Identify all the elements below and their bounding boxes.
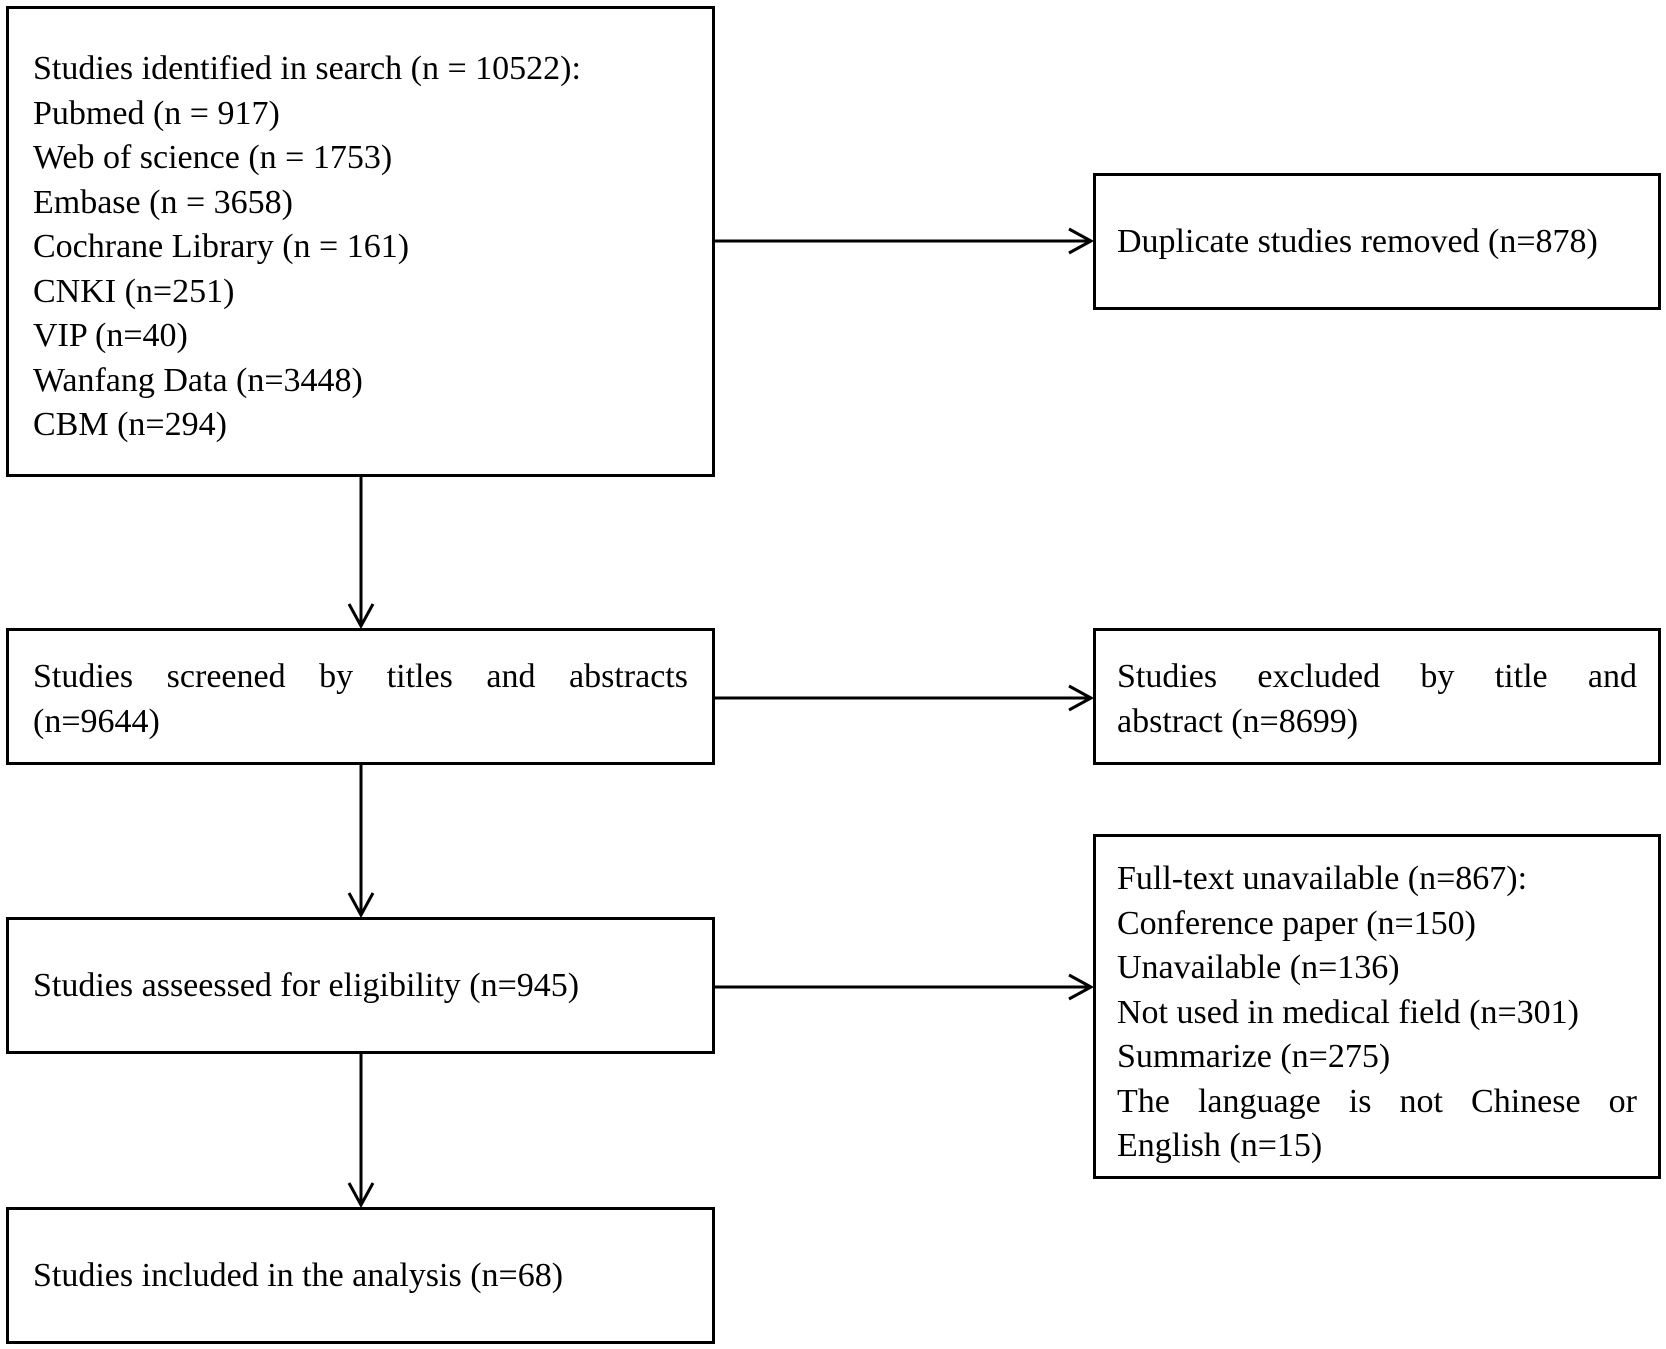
arrowhead-eligibility — [347, 892, 375, 919]
arrowhead-excluded — [1068, 684, 1095, 712]
screened-box: Studies screened by titles and abstracts… — [6, 628, 715, 765]
reason-summarize: Summarize (n=275) — [1117, 1038, 1391, 1075]
excluded-label-line1: Studies excluded by title and — [1117, 658, 1637, 695]
duplicates-box: Duplicate studies removed (n=878) — [1093, 173, 1661, 310]
excluded-box: Studies excluded by title and abstract (… — [1093, 628, 1661, 765]
fulltext-excluded-box: Full-text unavailable (n=867): Conferenc… — [1093, 834, 1661, 1179]
eligibility-label: Studies asseessed for eligibility (n=945… — [33, 967, 580, 1004]
eligibility-box: Studies asseessed for eligibility (n=945… — [6, 917, 715, 1054]
search-total-label: Studies identified in search (n = 10522)… — [33, 50, 581, 87]
reason-not-medical: Not used in medical field (n=301) — [1117, 993, 1580, 1031]
source-pubmed: Pubmed (n = 917) — [33, 94, 280, 132]
screened-label-line1: Studies screened by titles and abstracts — [33, 658, 688, 695]
source-cbm: CBM (n=294) — [33, 406, 227, 443]
arrowhead-screened — [347, 603, 375, 630]
arrowhead-fulltext — [1068, 973, 1095, 1001]
reason-unavailable: Unavailable (n=136) — [1117, 949, 1400, 986]
source-cnki: CNKI (n=251) — [33, 272, 235, 310]
search-box: Studies identified in search (n = 10522)… — [6, 6, 715, 477]
included-box: Studies included in the analysis (n=68) — [6, 1207, 715, 1344]
source-wanfang: Wanfang Data (n=3448) — [33, 361, 363, 399]
arrowhead-duplicates — [1068, 227, 1095, 255]
duplicates-label: Duplicate studies removed (n=878) — [1117, 223, 1598, 260]
included-label: Studies included in the analysis (n=68) — [33, 1257, 564, 1294]
excluded-label-line2: abstract (n=8699) — [1117, 702, 1359, 740]
screened-label-line2: (n=9644) — [33, 702, 160, 740]
source-web-of-science: Web of science (n = 1753) — [33, 139, 393, 176]
arrowhead-included — [347, 1182, 375, 1209]
source-cochrane: Cochrane Library (n = 161) — [33, 228, 410, 265]
fulltext-total-label: Full-text unavailable (n=867): — [1117, 860, 1528, 897]
reason-language-line2: English (n=15) — [1117, 1127, 1323, 1164]
source-embase: Embase (n = 3658) — [33, 183, 293, 221]
reason-language-line1: The language is not Chinese or — [1117, 1082, 1637, 1120]
reason-conference-paper: Conference paper (n=150) — [1117, 904, 1477, 942]
source-vip: VIP (n=40) — [33, 317, 188, 354]
